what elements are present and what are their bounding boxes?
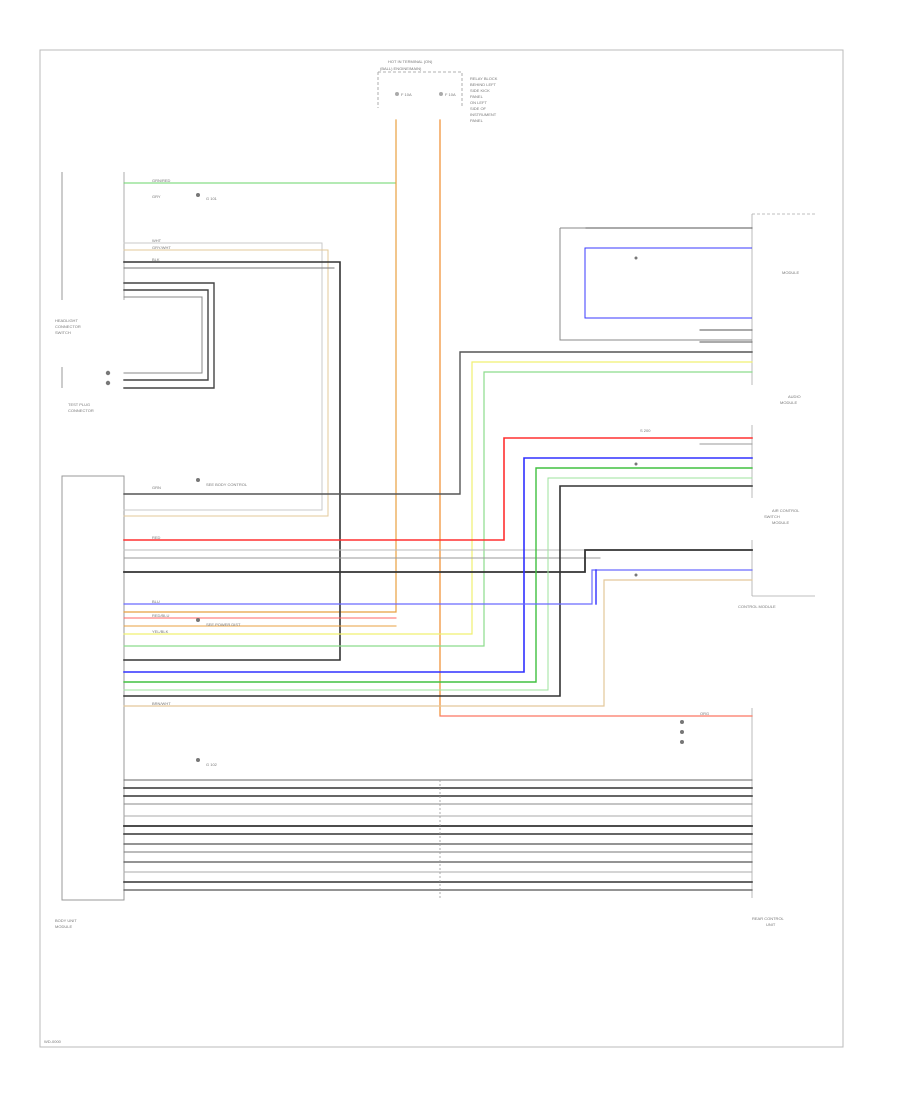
fuse-block: HOT IN TERMINAL (ON) (BALL) ENGINE/MAIN)… xyxy=(377,59,498,123)
module-e: REAR CONTROL UNIT xyxy=(751,708,785,927)
svg-text:RED/BLU: RED/BLU xyxy=(152,613,169,618)
wire-brn-wht-top xyxy=(123,249,329,517)
svg-text:WHT: WHT xyxy=(152,238,162,243)
svg-text:REAR CONTROL: REAR CONTROL xyxy=(752,916,785,921)
wire-red-long xyxy=(123,437,753,541)
svg-text:CONNECTOR: CONNECTOR xyxy=(68,408,94,413)
diagram-frame xyxy=(39,49,844,1048)
wire-gry-long xyxy=(123,351,753,495)
svg-text:AUDIO: AUDIO xyxy=(788,394,801,399)
fuse-note-1: RELAY BLOCK xyxy=(470,76,498,81)
wire-brn-wht xyxy=(123,579,753,707)
wire-red-riser xyxy=(123,119,397,613)
module-a: MODULE AUDIO MODULE xyxy=(751,213,815,405)
svg-text:G 102: G 102 xyxy=(206,762,218,767)
svg-text:ORG: ORG xyxy=(700,711,709,716)
svg-text:CONTROL MODULE: CONTROL MODULE xyxy=(738,604,776,609)
svg-text:GRY/WHT: GRY/WHT xyxy=(152,245,171,250)
svg-text:GRN: GRN xyxy=(152,485,161,490)
svg-text:GRY: GRY xyxy=(152,194,161,199)
body-unit-module: BODY UNIT MODULE xyxy=(55,475,125,929)
svg-text:SWITCH: SWITCH xyxy=(764,514,780,519)
module-a-harness xyxy=(559,228,752,341)
fuse-block-title-2: (BALL) ENGINE/MAIN) xyxy=(380,66,422,71)
svg-text:YEL/BLK: YEL/BLK xyxy=(152,629,169,634)
fuse-note-6: SIDE OF xyxy=(470,106,487,111)
fuse-note-7: INSTRUMENT xyxy=(470,112,497,117)
wire-grn-long xyxy=(123,467,753,683)
svg-text:SEE POWER DIST: SEE POWER DIST xyxy=(206,622,241,627)
fuse-1-label: F 10A xyxy=(401,92,412,97)
module-c: AIR CONTROL SWITCH MODULE xyxy=(751,425,800,525)
plug-pin-icon xyxy=(105,370,111,376)
svg-text:TEST PLUG: TEST PLUG xyxy=(68,402,90,407)
svg-text:BLU: BLU xyxy=(152,599,160,604)
wire-labels: GRN/RED GRY WHT GRY/WHT BLK GRN RED BLU … xyxy=(152,178,709,767)
svg-text:HEADLIGHT: HEADLIGHT xyxy=(55,318,78,323)
svg-text:MODULE: MODULE xyxy=(55,924,72,929)
svg-text:MODULE: MODULE xyxy=(782,270,799,275)
fuse-block-title-1: HOT IN TERMINAL (ON) xyxy=(388,59,433,64)
wire-blu-loop xyxy=(584,247,752,319)
svg-text:BLK: BLK xyxy=(152,257,160,262)
svg-text:G 101: G 101 xyxy=(206,196,218,201)
wire-blk-loop-2 xyxy=(123,289,209,381)
page-tag: WD-0000 xyxy=(44,1039,62,1044)
wire-blu-long xyxy=(123,457,753,673)
fuse-2-label: F 10A xyxy=(445,92,456,97)
wire-blu-2 xyxy=(123,569,753,605)
svg-text:SWITCH: SWITCH xyxy=(55,330,71,335)
connector-pins xyxy=(196,193,684,762)
plug-pin-icon xyxy=(105,380,111,386)
wire-blk-mid xyxy=(123,549,753,573)
headlight-connector: HEADLIGHT CONNECTOR SWITCH xyxy=(55,172,125,335)
svg-text:S 200: S 200 xyxy=(640,428,651,433)
wire-grn-mid xyxy=(123,371,753,647)
svg-text:AIR CONTROL: AIR CONTROL xyxy=(772,508,800,513)
svg-text:BRN/WHT: BRN/WHT xyxy=(152,701,171,706)
svg-text:GRN/RED: GRN/RED xyxy=(152,178,171,183)
test-plug: TEST PLUG CONNECTOR xyxy=(61,367,111,413)
svg-text:MODULE: MODULE xyxy=(780,400,797,405)
wire-blk-long xyxy=(123,485,753,697)
svg-text:UNIT: UNIT xyxy=(766,922,776,927)
fuse-note-8: PANEL xyxy=(470,118,484,123)
svg-text:SEE BODY CONTROL: SEE BODY CONTROL xyxy=(206,482,248,487)
wire-yel xyxy=(123,361,753,635)
svg-text:RED: RED xyxy=(152,535,161,540)
fuse-note-5: ON LEFT xyxy=(470,100,487,105)
svg-text:BODY UNIT: BODY UNIT xyxy=(55,918,77,923)
wire-blk-loop-1 xyxy=(123,282,215,389)
fuse-note-2: BEHIND LEFT xyxy=(470,82,497,87)
wire-gry-wht-1 xyxy=(123,242,323,511)
svg-text:MODULE: MODULE xyxy=(772,520,789,525)
bottom-harness xyxy=(123,779,753,900)
fuse-note-4: PANEL xyxy=(470,94,484,99)
wire-org-riser xyxy=(439,119,753,717)
svg-text:CONNECTOR: CONNECTOR xyxy=(55,324,81,329)
fuse-2-icon xyxy=(439,92,443,96)
fuse-note-3: SIDE KICK xyxy=(470,88,490,93)
wire-blk-top xyxy=(123,261,341,661)
fuse-1-icon xyxy=(395,92,399,96)
wire-grn-red xyxy=(123,119,397,184)
